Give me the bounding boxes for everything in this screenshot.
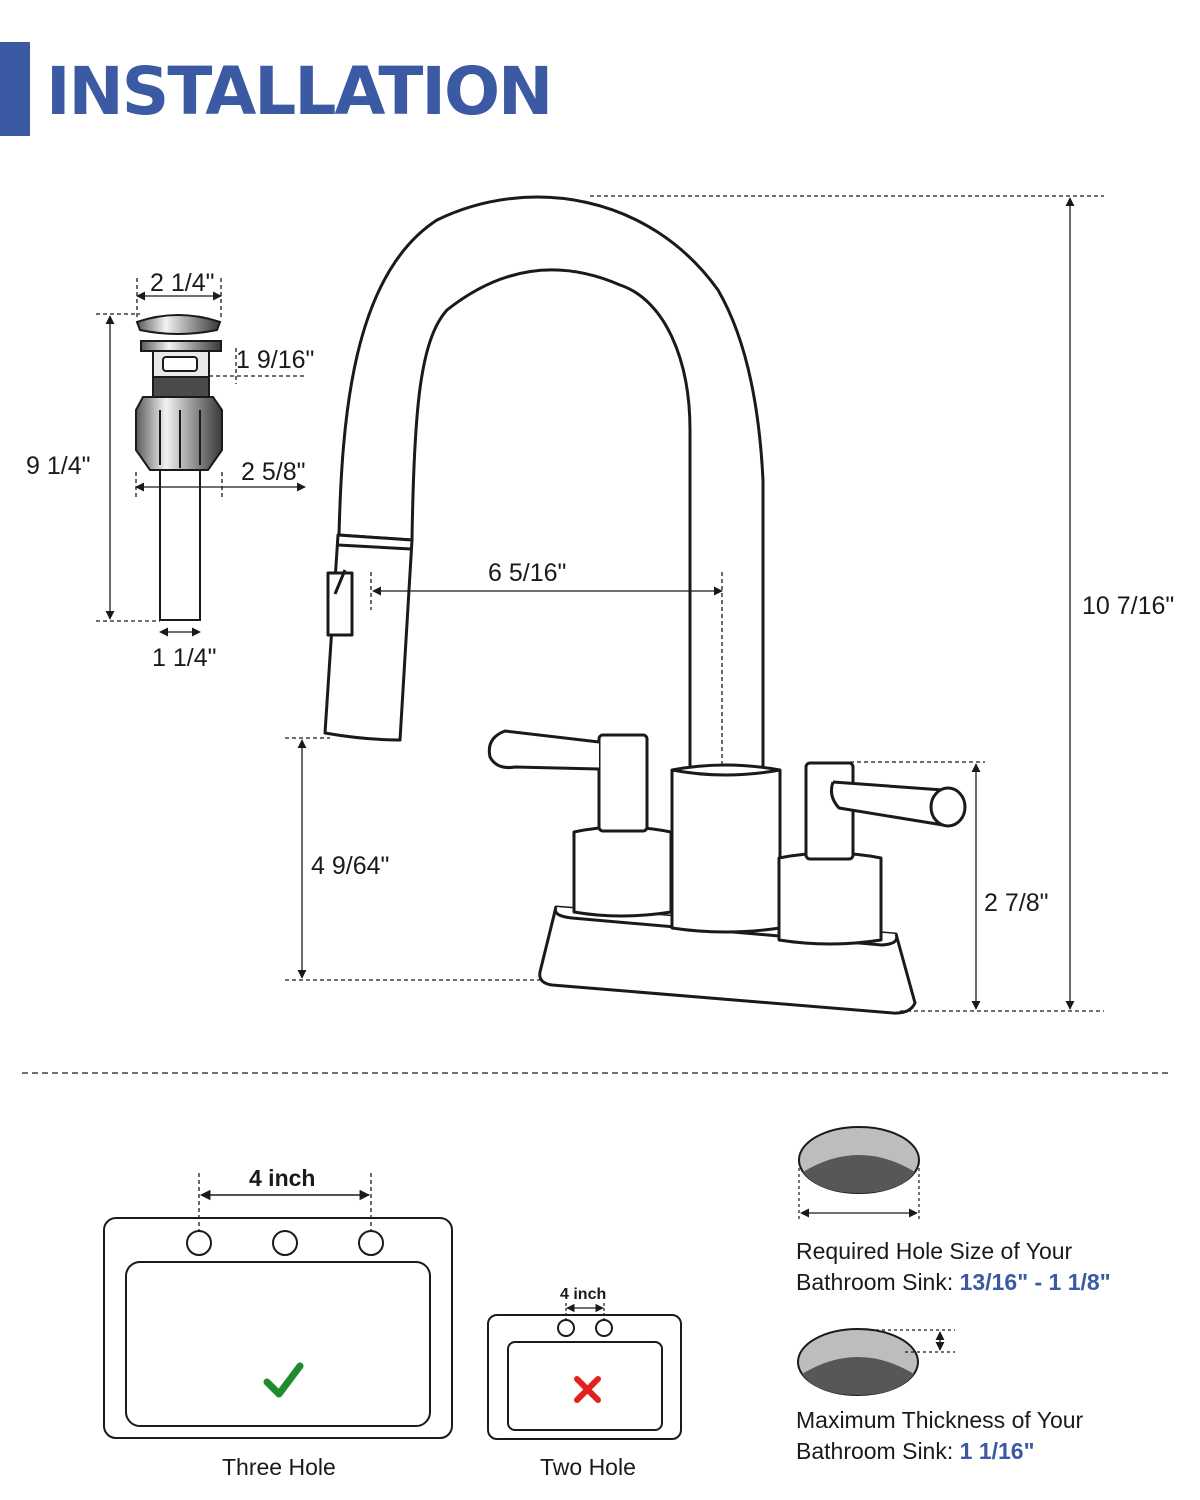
drain-dimension-lines: [96, 278, 306, 637]
pop-up-drain: [135, 314, 223, 621]
thickness-text: Maximum Thickness of Your Bathroom Sink:…: [796, 1405, 1186, 1467]
faucet-total-height: 10 7/16": [1082, 592, 1174, 620]
hole-size-line1: Required Hole Size of Your: [796, 1238, 1073, 1264]
title-accent-bar: [0, 42, 30, 136]
drain-body-width: 1 9/16": [236, 346, 314, 374]
thickness-line1: Maximum Thickness of Your: [796, 1407, 1084, 1433]
three-hole-sink: [103, 1173, 453, 1439]
thickness-value: 1 1/16": [959, 1438, 1035, 1464]
three-hole-caption: Three Hole: [222, 1454, 336, 1480]
two-hole-caption: Two Hole: [540, 1454, 636, 1480]
faucet-dimension-lines: [285, 195, 1104, 1012]
two-hole-sink: [487, 1303, 682, 1440]
faucet-spout-clearance: 4 9/64": [311, 852, 389, 880]
drain-height: 9 1/4": [26, 452, 90, 480]
thickness-line2-prefix: Bathroom Sink:: [796, 1438, 960, 1464]
check-icon: [263, 1362, 304, 1398]
drain-flange-width: 2 5/8": [241, 458, 305, 486]
faucet-drawing: [323, 195, 967, 1015]
hole-size-line2-prefix: Bathroom Sink:: [796, 1269, 960, 1295]
hole-size-icon: [798, 1126, 920, 1220]
faucet-spout-reach: 6 5/16": [488, 559, 566, 587]
drain-tail-width: 1 1/4": [152, 644, 216, 672]
page-title: INSTALLATION: [46, 53, 553, 130]
sink-thickness-icon: [797, 1328, 955, 1396]
drain-top-width: 2 1/4": [150, 269, 214, 297]
hole-size-value: 13/16" - 1 1/8": [959, 1269, 1111, 1295]
two-hole-spacing: 4 inch: [560, 1286, 606, 1303]
three-hole-spacing: 4 inch: [249, 1165, 315, 1191]
faucet-handle-height: 2 7/8": [984, 889, 1048, 917]
hole-size-text: Required Hole Size of Your Bathroom Sink…: [796, 1236, 1186, 1298]
cross-icon: [574, 1376, 601, 1403]
